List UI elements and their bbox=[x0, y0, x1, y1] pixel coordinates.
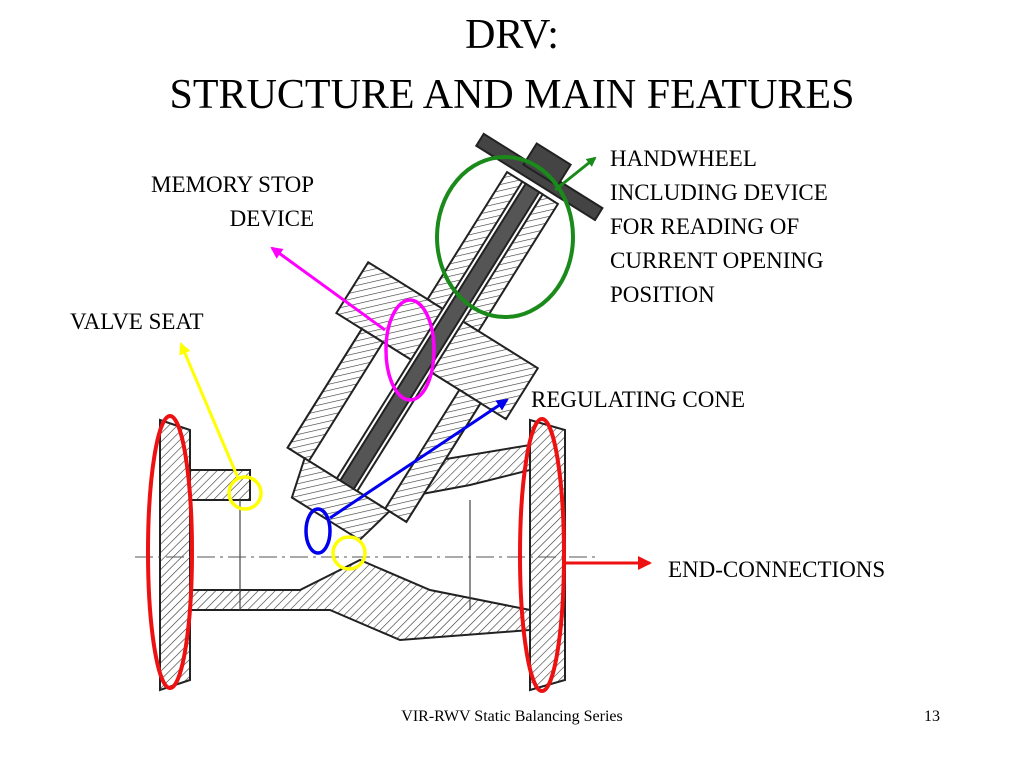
valve-seat-label: VALVE SEAT bbox=[70, 309, 204, 334]
page-title-line-2: STRUCTURE AND MAIN FEATURES bbox=[169, 72, 855, 118]
handwheel-label-line: CURRENT OPENING bbox=[610, 248, 824, 273]
handwheel-arrow bbox=[554, 156, 597, 192]
bonnet-assembly bbox=[286, 132, 604, 542]
memory-stop-label-line: DEVICE bbox=[229, 206, 314, 231]
memory-stop-label-line: MEMORY STOP bbox=[151, 172, 314, 197]
regulating-cone-marker bbox=[304, 507, 332, 555]
valve-seat-marker-2 bbox=[331, 535, 367, 571]
valve-seat-arrow bbox=[179, 342, 240, 479]
regulating-cone-arrow bbox=[329, 398, 509, 520]
pipe-upper-wall-left bbox=[189, 469, 251, 501]
handwheel-label-line: FOR READING OF bbox=[610, 214, 800, 239]
pipe-lower-wall bbox=[189, 558, 531, 642]
memory-stop-marker bbox=[384, 298, 436, 402]
valve-seat-marker-1 bbox=[227, 475, 263, 511]
footer-series: VIR-RWV Static Balancing Series bbox=[401, 708, 623, 725]
handwheel-label-line: HANDWHEEL bbox=[610, 146, 757, 171]
memory-stop-label: MEMORY STOP DEVICE bbox=[151, 168, 314, 236]
right-flange bbox=[529, 418, 566, 692]
regulating-cone-label: REGULATING CONE bbox=[531, 387, 746, 412]
end-connection-left-marker bbox=[146, 414, 194, 690]
end-connections-label: END-CONNECTIONS bbox=[668, 557, 886, 582]
handwheel-label: HANDWHEEL INCLUDING DEVICE FOR READING O… bbox=[610, 142, 828, 312]
handwheel-marker bbox=[435, 155, 575, 319]
valve-body bbox=[135, 132, 604, 692]
page-number: 13 bbox=[924, 708, 940, 725]
end-connection-right-marker bbox=[518, 417, 566, 693]
handwheel-label-line: INCLUDING DEVICE bbox=[610, 180, 828, 205]
handwheel-label-line: POSITION bbox=[610, 282, 715, 307]
page-title-line-1: DRV: bbox=[465, 12, 559, 58]
memory-stop-arrow bbox=[270, 246, 386, 332]
